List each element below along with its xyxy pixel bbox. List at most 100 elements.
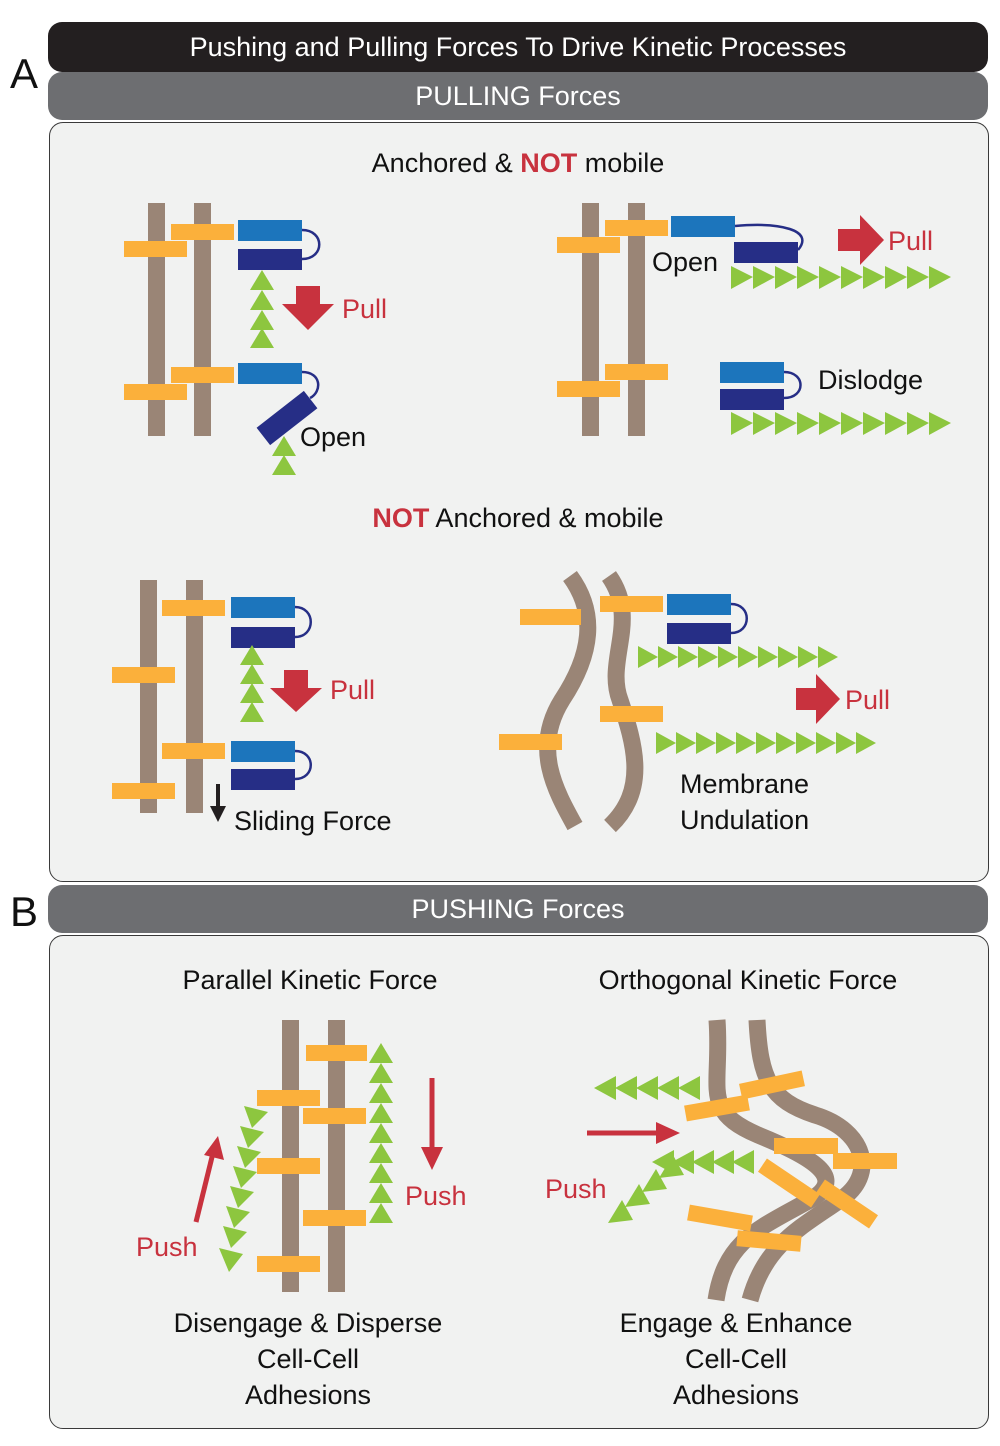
pull-arrow-down [282, 286, 334, 330]
parallel-title: Parallel Kinetic Force [182, 965, 437, 995]
actin-filament [250, 270, 274, 348]
pull-label: Pull [342, 294, 387, 324]
pull-label: Pull [845, 685, 890, 715]
adhesion-bar [684, 1094, 750, 1122]
adhesion-bar [757, 1158, 821, 1208]
actin-filament [731, 266, 951, 289]
adhesion-bar [124, 241, 187, 257]
adhesion-bar [687, 1204, 753, 1232]
membrane-left [282, 1020, 299, 1292]
adhesion-bar [257, 1158, 320, 1174]
adhesion-bar [171, 367, 234, 383]
adhesion-bar [303, 1108, 366, 1124]
adhesion-bar [815, 1179, 879, 1229]
adhesion-bar [557, 381, 620, 397]
adhesion-bar [774, 1138, 838, 1154]
adhesion-bar [600, 706, 663, 722]
push-label: Push [405, 1181, 467, 1211]
pull-arrow-down [270, 670, 322, 712]
open-label: Open [300, 422, 366, 452]
adhesion-bar [739, 1070, 805, 1100]
actin-filament [240, 645, 264, 722]
linker [734, 223, 804, 251]
actin-filament [731, 412, 951, 435]
scene-membrane-undulation: Pull Membrane Undulation [499, 570, 890, 835]
adhesion-bar [124, 384, 187, 400]
adhesion-bar [605, 364, 668, 380]
adhesion-bar [257, 1090, 320, 1106]
title-banner: Pushing and Pulling Forces To Drive Kine… [48, 22, 988, 72]
pull-label: Pull [888, 226, 933, 256]
push-arrow-up-head [204, 1136, 224, 1160]
actin-filament [638, 646, 838, 668]
adhesion-bar [557, 237, 620, 253]
linker [294, 605, 312, 639]
domain-light [238, 363, 302, 384]
adhesion-bar [171, 224, 234, 240]
parallel-caption-line2: Cell-Cell [257, 1344, 359, 1374]
membrane-left [582, 203, 599, 436]
membrane-undulation-label-2: Undulation [680, 805, 809, 835]
membrane-left [140, 580, 157, 813]
actin-filament [272, 436, 296, 475]
linker [783, 370, 802, 400]
scene-orthogonal-force: Push [545, 1019, 897, 1303]
open-label: Open [652, 247, 718, 277]
push-arrow-down-head [421, 1147, 443, 1170]
scene-anchored-horizontal: Open Pull Dislodge [557, 203, 951, 436]
pull-label: Pull [330, 675, 375, 705]
linker [301, 370, 320, 400]
domain-light [231, 597, 295, 618]
domain-dark [734, 242, 798, 263]
scene-sliding: Pull Sliding Force [112, 580, 392, 836]
membrane-undulation-label-1: Membrane [680, 769, 809, 799]
panel-b-header: PUSHING Forces [48, 885, 988, 933]
adhesion-bar [112, 783, 175, 799]
panel-b-header-text: PUSHING Forces [411, 894, 625, 924]
membrane-wavy-left [539, 570, 597, 831]
push-arrow-up [193, 1152, 216, 1223]
adhesion-bar [112, 667, 175, 683]
domain-light [720, 362, 784, 383]
domain-dark [720, 389, 784, 410]
actin-filament [369, 1043, 393, 1223]
section1-title: Anchored & NOT mobile [372, 148, 665, 178]
domain-dark [667, 623, 731, 644]
pull-arrow-right [796, 674, 840, 724]
adhesion-bar [306, 1045, 367, 1061]
actin-filament [608, 1155, 684, 1223]
actin-filament [219, 1106, 268, 1272]
adhesion-bar [736, 1230, 802, 1252]
parallel-caption-line1: Disengage & Disperse [174, 1308, 443, 1338]
linker [294, 749, 312, 781]
domain-dark [238, 249, 302, 270]
domain-light [231, 741, 295, 762]
membrane-right [628, 203, 645, 436]
dislodge-label: Dislodge [818, 365, 923, 395]
panel-b-letter: B [10, 888, 39, 935]
panel-a-letter: A [10, 50, 39, 97]
panel-a-header: PULLING Forces [48, 72, 988, 120]
domain-dark [231, 769, 295, 790]
membrane-wavy-right [601, 571, 644, 833]
adhesion-bar [600, 596, 663, 612]
section2-title: NOT Anchored & mobile [372, 503, 663, 533]
pull-arrow-right [838, 215, 884, 265]
panel-a-header-text: PULLING Forces [415, 81, 621, 111]
scene-parallel-force: Push Push [136, 1020, 467, 1292]
push-label: Push [545, 1174, 607, 1204]
orthogonal-title: Orthogonal Kinetic Force [599, 965, 898, 995]
sliding-force-label: Sliding Force [234, 806, 392, 836]
adhesion-bar [257, 1256, 320, 1272]
orthogonal-caption-line1: Engage & Enhance [620, 1308, 853, 1338]
scene-anchored-vertical: Pull Open [124, 203, 387, 475]
adhesion-bar [162, 600, 225, 616]
linker [730, 602, 748, 635]
actin-filament [594, 1076, 700, 1100]
domain-dark-open [256, 390, 318, 446]
domain-dark [231, 627, 295, 648]
linker [301, 228, 321, 261]
orthogonal-caption-line2: Cell-Cell [685, 1344, 787, 1374]
domain-light [667, 594, 731, 615]
